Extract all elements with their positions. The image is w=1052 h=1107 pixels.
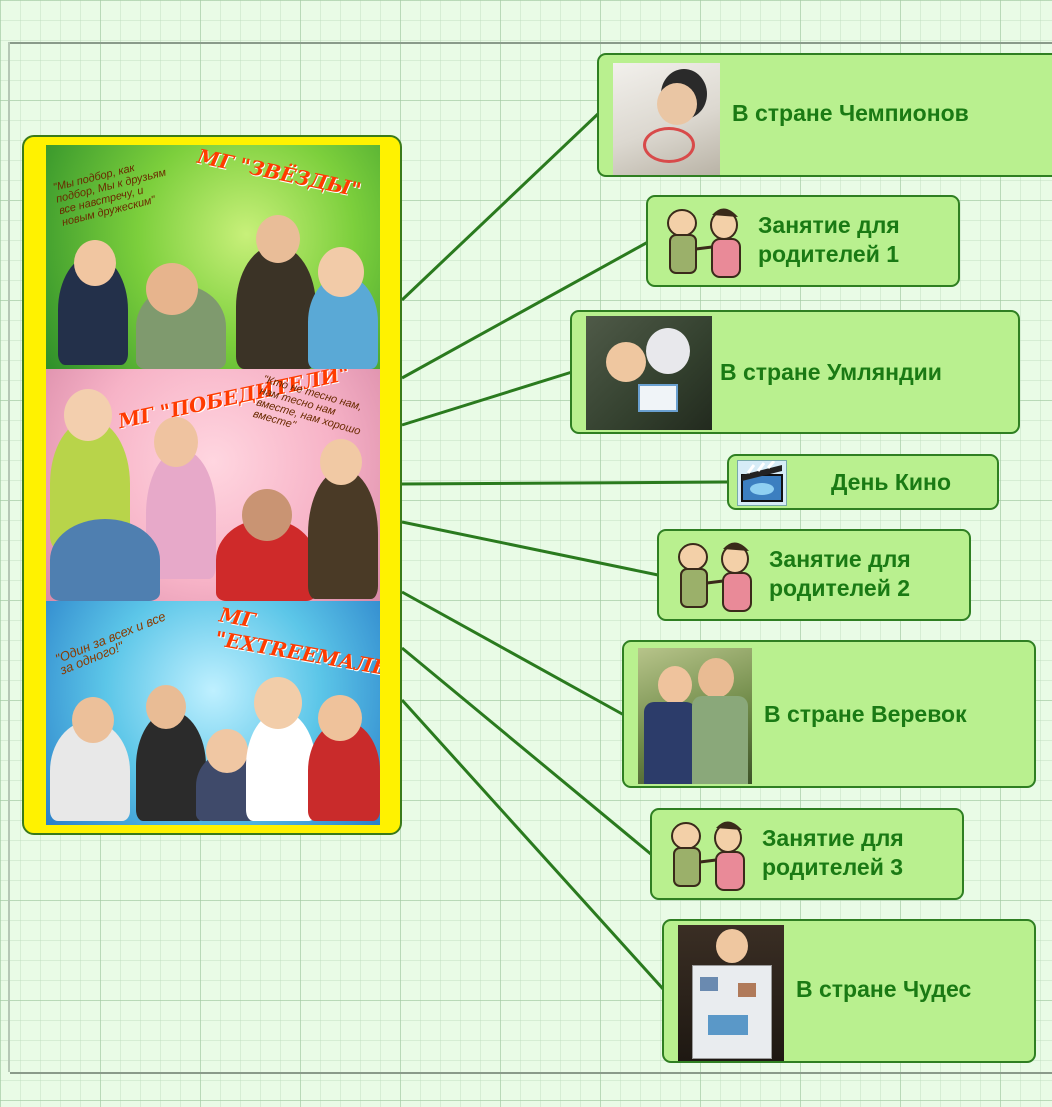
node-label: В стране Умляндии [720, 359, 942, 385]
clapperboard-icon [737, 460, 787, 506]
child-face [146, 263, 198, 315]
photo-kids-hugging [638, 648, 752, 784]
child-face [256, 215, 300, 263]
link-1 [400, 110, 602, 302]
poster-panel-extremals: "Один за всех и все за одного!" МГ "EXTR… [46, 601, 380, 825]
link-3 [401, 370, 573, 427]
node-label: В стране Чудес [796, 976, 972, 1002]
node-country-ropes[interactable]: В стране Веревок [622, 640, 1036, 788]
node-country-wonders[interactable]: В стране Чудес [662, 919, 1036, 1063]
parents-icon [665, 537, 767, 617]
node-label: В стране Чемпионов [732, 100, 969, 126]
child-face [146, 685, 186, 729]
child-figure [50, 519, 160, 601]
panel-motto: "Один за всех и все за одного!" [53, 608, 168, 678]
child-figure [236, 245, 316, 369]
node-country-umlandia[interactable]: В стране Умляндии [570, 310, 1020, 434]
child-face [318, 247, 364, 297]
photo-boy-poster [678, 925, 784, 1061]
node-parents-session-2[interactable]: Занятие для родителей 2 [657, 529, 971, 621]
child-figure [246, 711, 316, 821]
node-parents-session-3[interactable]: Занятие для родителей 3 [650, 808, 964, 900]
page-rule-bottom [10, 1072, 1052, 1074]
child-figure [308, 469, 378, 599]
child-face [64, 389, 112, 441]
node-cinema-day[interactable]: День Кино [727, 454, 999, 510]
link-4 [401, 480, 729, 486]
parents-icon [654, 203, 756, 283]
child-face [72, 697, 114, 743]
photo-child-drawing [613, 63, 720, 175]
node-label: Занятие для родителей 1 [758, 212, 900, 267]
central-topic-poster[interactable]: "Мы подбор, как подбор, Мы к друзьям все… [22, 135, 402, 835]
link-5 [401, 520, 659, 577]
node-label: В стране Веревок [764, 701, 967, 727]
panel-title: МГ "EXTREEMАЛЫ" [213, 602, 380, 684]
node-label: Занятие для родителей 3 [762, 825, 904, 880]
page-rule-top [10, 42, 1052, 44]
page-rule-left [8, 42, 10, 1072]
node-parents-session-1[interactable]: Занятие для родителей 1 [646, 195, 960, 287]
panel-motto: "Мы подбор, как подбор, Мы к друзьям все… [51, 162, 168, 229]
child-face [242, 489, 292, 541]
node-label: День Кино [831, 469, 951, 495]
node-country-champions[interactable]: В стране Чемпионов [597, 53, 1052, 177]
child-face [254, 677, 302, 729]
child-face [320, 439, 362, 485]
child-face [74, 240, 116, 286]
link-7 [401, 646, 653, 857]
poster-panel-winners: МГ "ПОБЕДИТЕЛИ" "Кто не тесно нам, нам т… [46, 369, 380, 601]
link-2 [401, 240, 649, 380]
photo-kids-playing [586, 316, 712, 430]
child-figure [136, 711, 206, 821]
link-6 [401, 590, 625, 717]
child-face [206, 729, 248, 773]
child-face [318, 695, 362, 741]
parents-icon [658, 816, 760, 896]
child-face [154, 417, 198, 467]
node-label: Занятие для родителей 2 [769, 546, 911, 601]
link-8 [400, 698, 666, 992]
poster-panel-stars: "Мы подбор, как подбор, Мы к друзьям все… [46, 145, 380, 369]
panel-title: МГ "ЗВЁЗДЫ" [195, 145, 364, 203]
